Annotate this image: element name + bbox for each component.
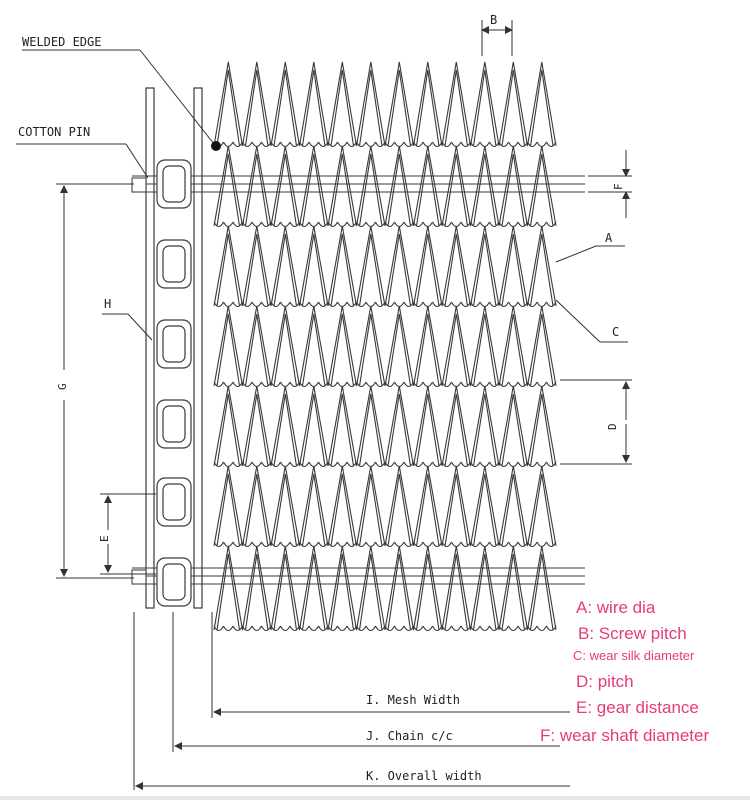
e-label: E bbox=[98, 535, 111, 542]
a-callout: A bbox=[555, 231, 625, 263]
chain-roller bbox=[162, 483, 186, 521]
mesh-row-inner bbox=[216, 553, 554, 631]
welded-edge-label: WELDED EDGE bbox=[22, 35, 101, 49]
chain-roller bbox=[162, 245, 186, 283]
c-label: C bbox=[612, 325, 619, 339]
a-label: A bbox=[605, 231, 613, 245]
width-dimensions: I. Mesh Width J. Chain c/c K. Overall wi… bbox=[133, 612, 570, 790]
d-label: D bbox=[606, 423, 619, 430]
cotton-pin-callout: COTTON PIN bbox=[16, 125, 149, 585]
legend-item-c: C: wear silk diameter bbox=[573, 648, 695, 663]
g-dimension: G bbox=[56, 183, 134, 579]
b-label: B bbox=[490, 13, 497, 27]
mesh-width-label: I. Mesh Width bbox=[366, 693, 460, 707]
d-dimension: D bbox=[560, 379, 632, 465]
g-label: G bbox=[56, 383, 69, 390]
mesh-row bbox=[213, 385, 557, 467]
overall-width-label: K. Overall width bbox=[366, 769, 482, 783]
mesh-row-inner bbox=[216, 393, 554, 467]
e-dimension: E bbox=[98, 493, 156, 575]
mesh-row bbox=[213, 145, 557, 227]
wire-mesh bbox=[213, 61, 557, 632]
chain-roller bbox=[162, 405, 186, 443]
legend-item-d: D: pitch bbox=[576, 672, 634, 691]
chain-cc-label: J. Chain c/c bbox=[366, 729, 453, 743]
f-dimension: F bbox=[588, 150, 632, 218]
cross-shafts bbox=[132, 175, 585, 585]
chain-roller bbox=[162, 165, 186, 203]
chain-roller bbox=[162, 325, 186, 363]
h-label: H bbox=[104, 297, 111, 311]
chain-roller bbox=[162, 563, 186, 601]
legend-item-e: E: gear distance bbox=[576, 698, 699, 717]
legend-item-f: F: wear shaft diameter bbox=[540, 726, 710, 745]
welded-edge-callout: WELDED EDGE bbox=[22, 35, 221, 151]
mesh-row bbox=[213, 465, 557, 547]
legend-item-b: B: Screw pitch bbox=[578, 624, 687, 643]
mesh-row bbox=[213, 545, 557, 631]
mesh-row-inner bbox=[216, 153, 554, 227]
mesh-row-inner bbox=[216, 69, 554, 147]
mesh-row-inner bbox=[216, 473, 554, 547]
cotton-pin-label: COTTON PIN bbox=[18, 125, 90, 139]
side-chain bbox=[145, 87, 203, 609]
legend-item-a: A: wire dia bbox=[576, 598, 656, 617]
c-callout: C bbox=[555, 299, 628, 343]
mesh-row bbox=[213, 61, 557, 147]
mesh-row-inner bbox=[216, 313, 554, 387]
mesh-row bbox=[213, 225, 557, 307]
h-callout: H bbox=[102, 297, 153, 341]
f-label: F bbox=[612, 183, 625, 190]
mesh-row bbox=[213, 305, 557, 387]
mesh-coil bbox=[213, 625, 557, 632]
b-dimension: B bbox=[481, 13, 513, 56]
mesh-row-inner bbox=[216, 233, 554, 307]
bottom-edge bbox=[0, 796, 750, 800]
